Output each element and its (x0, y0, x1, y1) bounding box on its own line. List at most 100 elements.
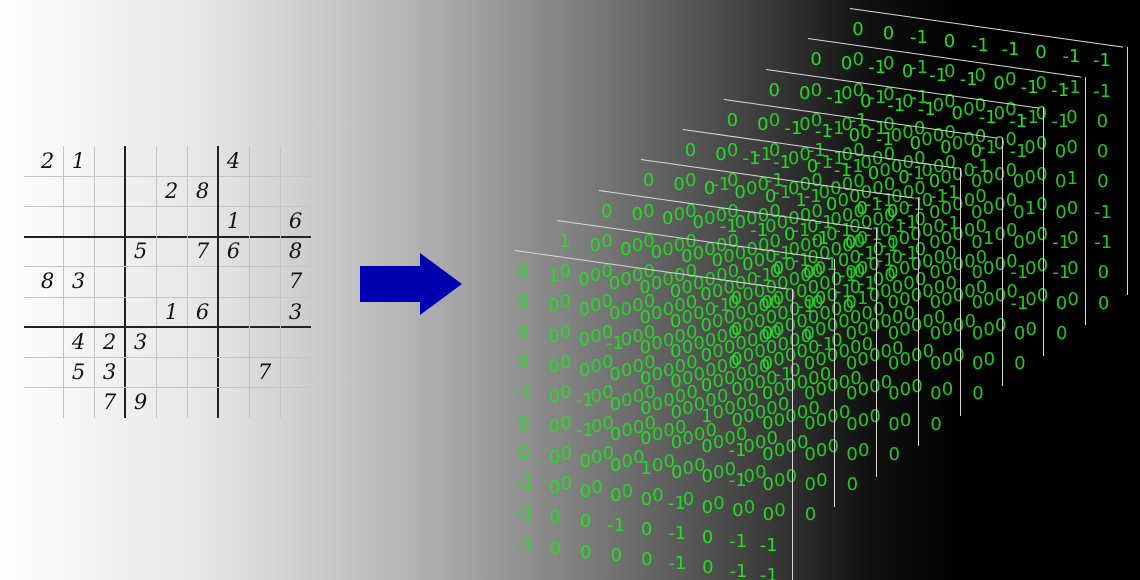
layer-digit: 0 (1006, 280, 1018, 302)
layer-digit: 0 (902, 182, 915, 204)
layer-digit: -1 (1062, 76, 1081, 98)
layer-digit: 0 (742, 254, 754, 276)
layer-digit: 0 (807, 216, 819, 238)
layer-digit: 0 (601, 291, 614, 313)
sudoku-vertical-line (155, 146, 157, 418)
layer-digit: 0 (898, 167, 910, 189)
layer-digit: 0 (972, 353, 984, 375)
layer-digit: 0 (940, 258, 953, 280)
layer-digit: 0 (608, 272, 621, 294)
layer-digit: 0 (869, 375, 881, 397)
layer-digit: 0 (857, 379, 870, 401)
layer-digit: 0 (674, 416, 687, 438)
layer-digit: 0 (994, 254, 1007, 276)
layer-digit: 0 (1096, 110, 1109, 132)
layer-digit: 0 (929, 262, 941, 284)
layer-digit: 0 (681, 337, 694, 359)
layer-digit: 0 (734, 272, 747, 294)
layer-digit: 0 (549, 537, 562, 559)
layer-digit: 0 (785, 436, 797, 457)
layer-digit: 0 (682, 428, 694, 450)
layer-digit: -1 (1093, 50, 1111, 72)
sudoku-cell: 5 (133, 239, 148, 264)
layer-digit: 0 (852, 79, 865, 101)
layer-digit: 0 (910, 314, 923, 336)
layer-digit: 0 (746, 208, 758, 230)
layer-digit: 0 (579, 450, 591, 472)
layer-digit: 0 (971, 262, 983, 284)
layer-digit: 0 (650, 242, 663, 264)
layer-digit: 0 (1024, 137, 1036, 159)
layer-digit: 0 (891, 246, 903, 268)
layer-digit: 0 (1036, 193, 1048, 215)
layer-digit: 0 (944, 151, 957, 173)
layer-digit: 0 (808, 367, 820, 389)
layer-digit: 1 (856, 288, 869, 310)
layer-digit: -1 (1009, 141, 1028, 162)
layer-digit: 0 (728, 352, 740, 374)
layer-digit: -1 (826, 147, 845, 169)
layer-digit: 0 (742, 345, 755, 367)
layer-digit: 0 (693, 424, 706, 446)
layer-digit: 0 (713, 492, 725, 514)
layer-digit: -1 (971, 34, 989, 56)
layer-digit: 0 (868, 284, 881, 306)
layer-digit: 0 (742, 284, 754, 306)
layer-digit: 0 (757, 113, 769, 135)
layer-digit: 0 (601, 230, 613, 252)
layer-digit: 0 (1097, 292, 1110, 314)
layer-digit: 0 (1024, 167, 1036, 189)
layer-digit: 0 (902, 121, 914, 143)
layer-digit: 0 (1025, 258, 1037, 280)
layer-digit: -1 (959, 68, 978, 90)
layer-digit: -1 (910, 26, 928, 48)
layer-digit: 0 (705, 420, 717, 442)
layer-digit: 0 (816, 470, 828, 492)
layer-digit: 0 (761, 322, 773, 344)
layer-digit: 0 (883, 113, 895, 135)
layer-digit: 0 (758, 325, 770, 347)
layer-digit: -1 (773, 182, 792, 203)
layer-digit: 0 (933, 307, 946, 329)
layer-digit: 0 (853, 170, 865, 192)
layer-digit: 0 (1005, 220, 1018, 242)
layer-digit: 0 (1035, 72, 1047, 94)
layer-digit: 0 (1035, 103, 1048, 124)
sudoku-cell: 5 (71, 359, 86, 384)
layer-digit: 1 (982, 228, 995, 249)
layer-digit: 0 (663, 450, 676, 472)
layer-digit: 0 (951, 133, 964, 155)
layer-digit: 0 (964, 280, 976, 302)
layer-digit: 1 (826, 254, 838, 276)
layer-digit: 0 (880, 280, 892, 302)
layer-digit: -1 (607, 515, 626, 537)
right-arrow-icon (360, 253, 462, 315)
layer-digit: 0 (784, 345, 797, 367)
layer-digit: 0 (1054, 141, 1067, 163)
layer-digit: 0 (921, 220, 934, 242)
layer-digit: 0 (601, 321, 614, 343)
layer-digit: 0 (1036, 163, 1048, 185)
layer-digit: 0 (662, 299, 675, 321)
layer-digit: 0 (784, 284, 796, 306)
layer-digit: 0 (804, 413, 816, 435)
layer-digit: 0 (1025, 318, 1037, 340)
layer-digit: 0 (590, 386, 603, 408)
layer-digit: 0 (774, 470, 786, 492)
layer-digit: -1 (1094, 201, 1112, 223)
layer-digit: 0 (700, 314, 712, 336)
layer-digit: 1 (1066, 167, 1079, 189)
layer-digit: 0 (578, 359, 591, 381)
layer-digit: -1 (1052, 262, 1071, 284)
layer-digit: 0 (766, 428, 778, 450)
layer-digit: 0 (860, 212, 873, 234)
layer-digit: 0 (857, 439, 870, 461)
layer-digit: 0 (670, 462, 683, 484)
layer-digit: -1 (1010, 292, 1029, 314)
layer-digit: -1 (834, 280, 853, 302)
layer-digit: 0 (1013, 201, 1025, 223)
layer-digit: 0 (951, 102, 963, 124)
